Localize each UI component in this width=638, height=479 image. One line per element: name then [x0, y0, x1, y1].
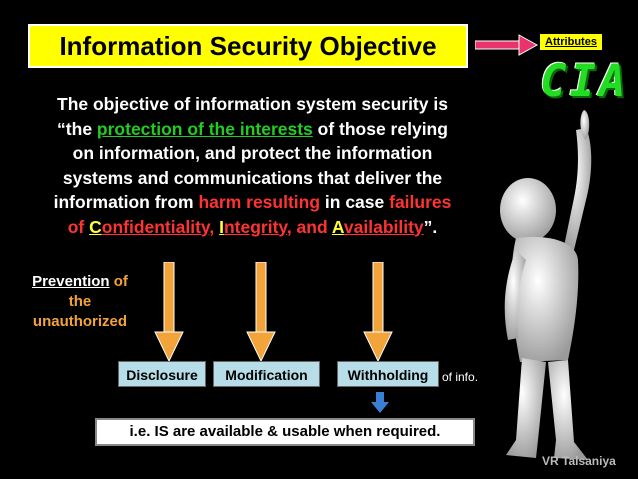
- down-arrow-icon: [246, 262, 276, 362]
- word-availability: vailability: [344, 217, 424, 237]
- text-segment: of those relying: [313, 119, 448, 139]
- text-segment: information from: [54, 192, 199, 212]
- text-segment: ,: [209, 217, 219, 237]
- prevention-of: of: [110, 273, 128, 290]
- prevention-label: Prevention of the unauthorized: [20, 272, 140, 332]
- modification-box: Modification: [213, 361, 320, 387]
- objective-paragraph: The objective of information system secu…: [10, 92, 495, 239]
- pointing-figure-icon: [476, 110, 626, 475]
- word-confidentiality: onfidentiality: [102, 217, 210, 237]
- highlight-failures: failures: [389, 192, 451, 212]
- text-segment: in case: [320, 192, 389, 212]
- right-arrow-icon: [475, 34, 539, 56]
- paragraph-line-3: on information, and protect the informat…: [10, 141, 495, 166]
- result-box: i.e. IS are available & usable when requ…: [95, 418, 475, 446]
- prevention-word: Prevention: [32, 273, 110, 290]
- paragraph-line-4: systems and communications that deliver …: [10, 166, 495, 191]
- word-integrity: ntegrity: [224, 217, 287, 237]
- attributes-label: Attributes: [540, 34, 602, 50]
- withholding-box: Withholding: [337, 361, 439, 387]
- paragraph-line-1: The objective of information system secu…: [10, 92, 495, 117]
- paragraph-line-6: of Confidentiality, Integrity, and Avail…: [10, 215, 495, 240]
- cia-label: CIA: [540, 56, 628, 107]
- text-segment: “the: [57, 119, 97, 139]
- paragraph-line-2: “the protection of the interests of thos…: [10, 117, 495, 142]
- disclosure-box: Disclosure: [118, 361, 206, 387]
- down-arrow-icon: [363, 262, 393, 362]
- down-arrow-icon: [370, 392, 390, 414]
- slide-title: Information Security Objective: [28, 24, 468, 68]
- text-segment: , and: [287, 217, 332, 237]
- of-info-label: of info.: [442, 370, 478, 384]
- text-segment: of: [68, 217, 89, 237]
- letter-c: C: [89, 217, 102, 237]
- text-segment: ”.: [424, 217, 438, 237]
- prevention-the: the: [20, 292, 140, 312]
- paragraph-line-5: information from harm resulting in case …: [10, 190, 495, 215]
- down-arrow-icon: [154, 262, 184, 362]
- highlight-protection: protection of the interests: [97, 119, 313, 139]
- prevention-unauthorized: unauthorized: [20, 312, 140, 332]
- highlight-harm: harm resulting: [198, 192, 320, 212]
- credit-label: VR Talsaniya: [542, 454, 616, 468]
- letter-a: A: [332, 217, 344, 237]
